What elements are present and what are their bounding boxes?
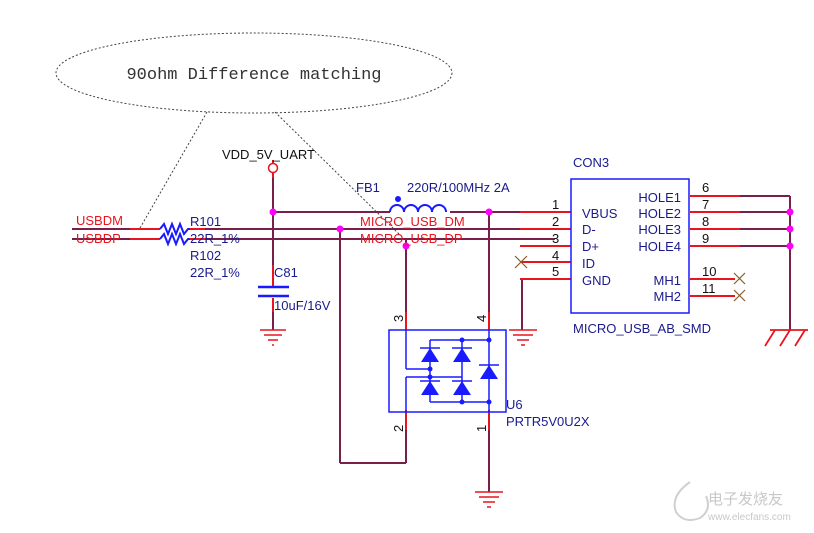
svg-text:MH2: MH2 [654, 289, 681, 304]
svg-text:1: 1 [474, 425, 489, 432]
con3-right-pin-numbers: 6 7 8 9 10 11 [702, 180, 716, 296]
svg-text:8: 8 [702, 214, 709, 229]
svg-text:HOLE3: HOLE3 [638, 222, 681, 237]
connector-con3[interactable] [570, 178, 690, 314]
svg-text:3: 3 [552, 231, 559, 246]
svg-text:6: 6 [702, 180, 709, 195]
r101-ref: R101 [190, 214, 221, 229]
net-label-usbdp: USBDP [76, 231, 121, 246]
svg-text:HOLE4: HOLE4 [638, 239, 681, 254]
diode-icon [420, 337, 499, 405]
ground-icon [475, 491, 503, 508]
svg-text:7: 7 [702, 197, 709, 212]
c81-value: 10uF/16V [274, 298, 331, 313]
svg-text:2: 2 [552, 214, 559, 229]
svg-text:D-: D- [582, 222, 596, 237]
u6-ref: U6 [506, 397, 523, 412]
svg-text:GND: GND [582, 273, 611, 288]
resistor-r102[interactable] [159, 231, 190, 247]
u6-part: PRTR5V0U2X [506, 414, 590, 429]
tvs-array-u6[interactable] [388, 329, 507, 413]
r102-value: 22R_1% [190, 265, 240, 280]
net-label-micro-usb-dm: MICRO_USB_DM [360, 214, 465, 229]
watermark-logo-icon [673, 481, 709, 521]
svg-text:1: 1 [552, 197, 559, 212]
power-net-label: VDD_5V_UART [222, 147, 315, 162]
watermark-title: 电子发烧友 [708, 491, 783, 508]
svg-text:9: 9 [702, 231, 709, 246]
ground-icon [260, 329, 286, 346]
ferrite-bead-fb1[interactable] [389, 204, 447, 213]
resistor-r101[interactable] [159, 221, 190, 237]
svg-text:2: 2 [391, 425, 406, 432]
svg-text:ID: ID [582, 256, 595, 271]
svg-text:5: 5 [552, 264, 559, 279]
c81-ref: C81 [274, 265, 298, 280]
r101-value: 22R_1% [190, 231, 240, 246]
svg-text:10: 10 [702, 264, 716, 279]
con3-right-pin-names: HOLE1 HOLE2 HOLE3 HOLE4 MH1 MH2 [638, 190, 681, 304]
capacitor-c81[interactable] [258, 285, 289, 298]
svg-text:HOLE2: HOLE2 [638, 206, 681, 221]
con3-left-pin-numbers: 1 2 3 4 5 [552, 197, 559, 279]
con3-left-pin-names: VBUS D- D+ ID GND [582, 206, 618, 288]
fb1-value: 220R/100MHz 2A [407, 180, 510, 195]
svg-text:VBUS: VBUS [582, 206, 618, 221]
pin1-dot-icon [395, 196, 401, 202]
watermark: 电子发烧友 www.elecfans.com [673, 481, 791, 523]
fb1-ref: FB1 [356, 180, 380, 195]
annotation-callout: 90ohm Difference matching [55, 32, 453, 236]
svg-text:HOLE1: HOLE1 [638, 190, 681, 205]
con3-ref: CON3 [573, 155, 609, 170]
u6-pin-numbers: 3 4 2 1 [391, 315, 489, 432]
power-port-icon[interactable] [267, 162, 279, 174]
chassis-ground-icon [764, 329, 808, 347]
svg-text:4: 4 [474, 315, 489, 322]
svg-text:11: 11 [702, 281, 716, 296]
net-label-usbdm: USBDM [76, 213, 123, 228]
r102-ref: R102 [190, 248, 221, 263]
no-connect-markers [514, 255, 746, 302]
net-label-micro-usb-dp: MICRO_USB_DP [360, 231, 463, 246]
annotation-text: 90ohm Difference matching [126, 66, 381, 85]
svg-text:D+: D+ [582, 239, 599, 254]
svg-text:MH1: MH1 [654, 273, 681, 288]
watermark-url: www.elecfans.com [707, 512, 791, 523]
svg-text:3: 3 [391, 315, 406, 322]
junctions [269, 208, 794, 250]
con3-part: MICRO_USB_AB_SMD [573, 321, 711, 336]
svg-text:4: 4 [552, 248, 559, 263]
ground-icon [509, 329, 537, 346]
